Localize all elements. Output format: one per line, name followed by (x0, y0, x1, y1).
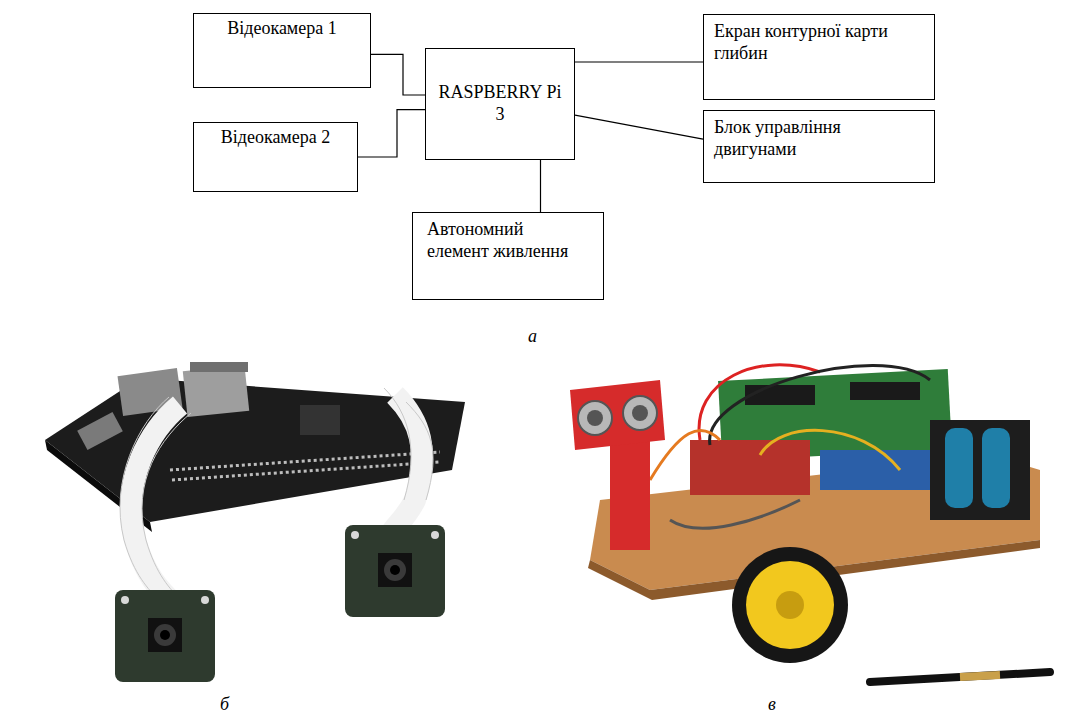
camera-box: Відеокамера 2 (193, 122, 358, 192)
robot-car-photo-part (930, 420, 1030, 520)
ribbon-cable-edge-part (384, 388, 411, 500)
camera-module-part (154, 624, 176, 646)
wires-part (760, 430, 900, 470)
gpio-pins-part (172, 462, 440, 480)
box-text: Відеокамера 2 (221, 127, 331, 149)
panel-letter: в (768, 694, 776, 715)
panel-letter: б (220, 694, 229, 715)
camera-module-part (201, 596, 209, 604)
motor-control-box: Блок управління двигунами (703, 110, 935, 183)
gpio-pins-part (170, 452, 440, 470)
robot-car-photo (570, 365, 1050, 682)
raspberry-board-photo-part (77, 412, 123, 450)
camera-box: Відеокамера 1 (193, 13, 371, 88)
robot-car-photo-part (587, 410, 603, 426)
camera-module-part (431, 531, 439, 539)
camera-module-part (121, 596, 129, 604)
camera-module-part (390, 565, 400, 575)
robot-car-photo-part (745, 385, 815, 405)
robot-car-photo-part (820, 450, 930, 490)
connector-line (575, 115, 703, 139)
gpio-pins (170, 452, 440, 480)
box-text: Екран контурної карти глибин (714, 21, 924, 64)
robot-car-photo-part (945, 428, 973, 508)
box-text: RASPBERRY Pi 3 (432, 82, 568, 125)
camera-module-part (384, 559, 406, 581)
robot-car-photo-part (870, 672, 1050, 682)
ribbon-cable-part (390, 395, 422, 535)
camera-module-part (351, 531, 359, 539)
wires-part (710, 366, 930, 445)
camera-module-part (345, 525, 445, 617)
ribbon-cable-edge-part (142, 413, 191, 600)
robot-car-photo-part (623, 396, 657, 430)
ribbon-cable-edge-part (406, 402, 433, 500)
wires-part (670, 500, 800, 528)
robot-car-photo-part (732, 547, 848, 663)
robot-car-photo-part (960, 675, 1000, 677)
connector-line (371, 54, 425, 95)
connector-line (358, 110, 425, 157)
box-text: Автономний елемент живлення (427, 219, 589, 262)
robot-car-photo-part (570, 380, 665, 450)
display-box: Екран контурної карти глибин (703, 14, 935, 100)
robot-car-photo-part (632, 405, 648, 421)
camera-module (115, 525, 445, 682)
box-text: Блок управління двигунами (714, 117, 924, 160)
raspberry-board-photo-part (183, 365, 249, 417)
processor-box: RASPBERRY Pi 3 (425, 48, 575, 160)
ribbon-cable-part (131, 405, 180, 600)
connector-line (540, 160, 541, 212)
ribbon-cable-edge (120, 388, 433, 600)
panel-letter: а (528, 326, 537, 347)
robot-car-photo-part (982, 428, 1010, 508)
camera-module-part (148, 618, 182, 652)
camera-module-part (378, 553, 412, 587)
raspberry-board-photo-part (190, 362, 248, 372)
robot-car-photo-part (850, 382, 920, 400)
ribbon-cable-edge-part (120, 397, 169, 600)
robot-car-photo-part (776, 591, 804, 619)
power-box: Автономний елемент живлення (412, 212, 604, 300)
camera-module-part (160, 630, 170, 640)
ribbon-cable (131, 395, 422, 600)
robot-car-photo-part (690, 440, 810, 495)
robot-car-photo-part (578, 401, 612, 435)
connector-line (575, 61, 703, 62)
wires (650, 365, 930, 528)
robot-car-photo-part (746, 561, 834, 649)
box-text: Відеокамера 1 (227, 18, 337, 40)
raspberry-board-photo-part (300, 405, 340, 435)
camera-module-part (115, 590, 215, 682)
